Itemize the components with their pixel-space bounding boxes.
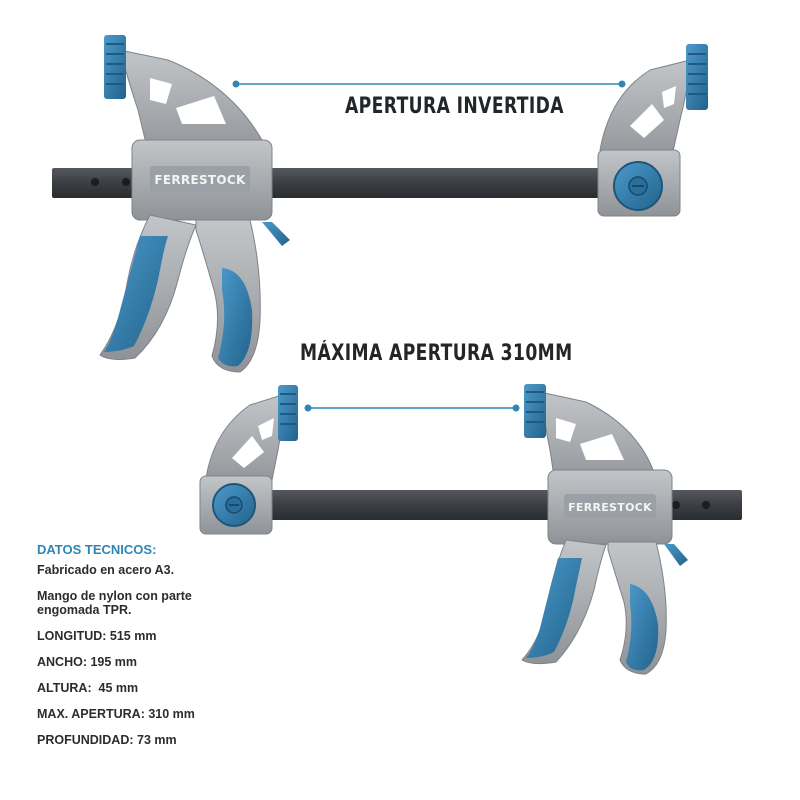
trigger-grip <box>626 584 659 671</box>
bar-hole <box>672 501 680 509</box>
jaw-arm-window <box>580 434 624 460</box>
pad-ridges <box>526 391 544 423</box>
headline-inverted-opening: APERTURA INVERTIDA <box>345 94 564 119</box>
specs-title: DATOS TECNICOS: <box>37 542 157 557</box>
release-lever <box>664 544 688 566</box>
spec-material: Fabricado en acero A3. <box>37 563 175 577</box>
brand-plate <box>150 166 250 192</box>
dimension-dot <box>304 404 312 412</box>
pad-ridges <box>688 53 706 95</box>
brand-logo: FERRESTOCK <box>154 173 246 187</box>
brand-plate <box>564 494 656 518</box>
bar-hole <box>91 178 99 186</box>
brand-logo: FERRESTOCK <box>568 501 652 514</box>
jaw-arm-window <box>232 436 264 468</box>
jaw-arm-window <box>258 418 274 440</box>
spec-width: ANCHO: 195 mm <box>37 655 138 669</box>
dimension-dot <box>512 404 520 412</box>
spec-length: LONGITUD: 515 mm <box>37 629 157 643</box>
release-lever <box>262 222 290 246</box>
spec-handle-line2: engomada TPR. <box>37 603 132 617</box>
handle-grip <box>104 236 168 352</box>
jaw-arm-window <box>662 86 676 108</box>
bar-hole <box>702 501 710 509</box>
jaw-arm-window <box>176 96 226 124</box>
pad-ridges <box>106 43 124 85</box>
jaw-arm-window <box>556 418 576 442</box>
dimension-dot <box>232 80 240 88</box>
handle-grip <box>526 558 582 658</box>
bar-hole <box>122 178 130 186</box>
trigger-grip <box>218 268 253 367</box>
pad-ridges <box>280 393 296 425</box>
jaw-arm-window <box>630 104 664 138</box>
headline-max-opening: MÁXIMA APERTURA 310MM <box>300 341 573 366</box>
spec-max-opening: MAX. APERTURA: 310 mm <box>37 707 195 721</box>
jaw-arm-window <box>150 78 172 104</box>
spec-handle-line1: Mango de nylon con parte <box>37 589 192 603</box>
dimension-dot <box>618 80 626 88</box>
spec-depth: PROFUNDIDAD: 73 mm <box>37 733 177 747</box>
technical-specs: DATOS TECNICOS: Fabricado en acero A3. M… <box>37 543 257 759</box>
spec-height: ALTURA: 45 mm <box>37 681 139 695</box>
clamp-top: FERRESTOCK <box>52 35 708 373</box>
clamp-bottom: FERRESTOCK <box>199 384 742 675</box>
